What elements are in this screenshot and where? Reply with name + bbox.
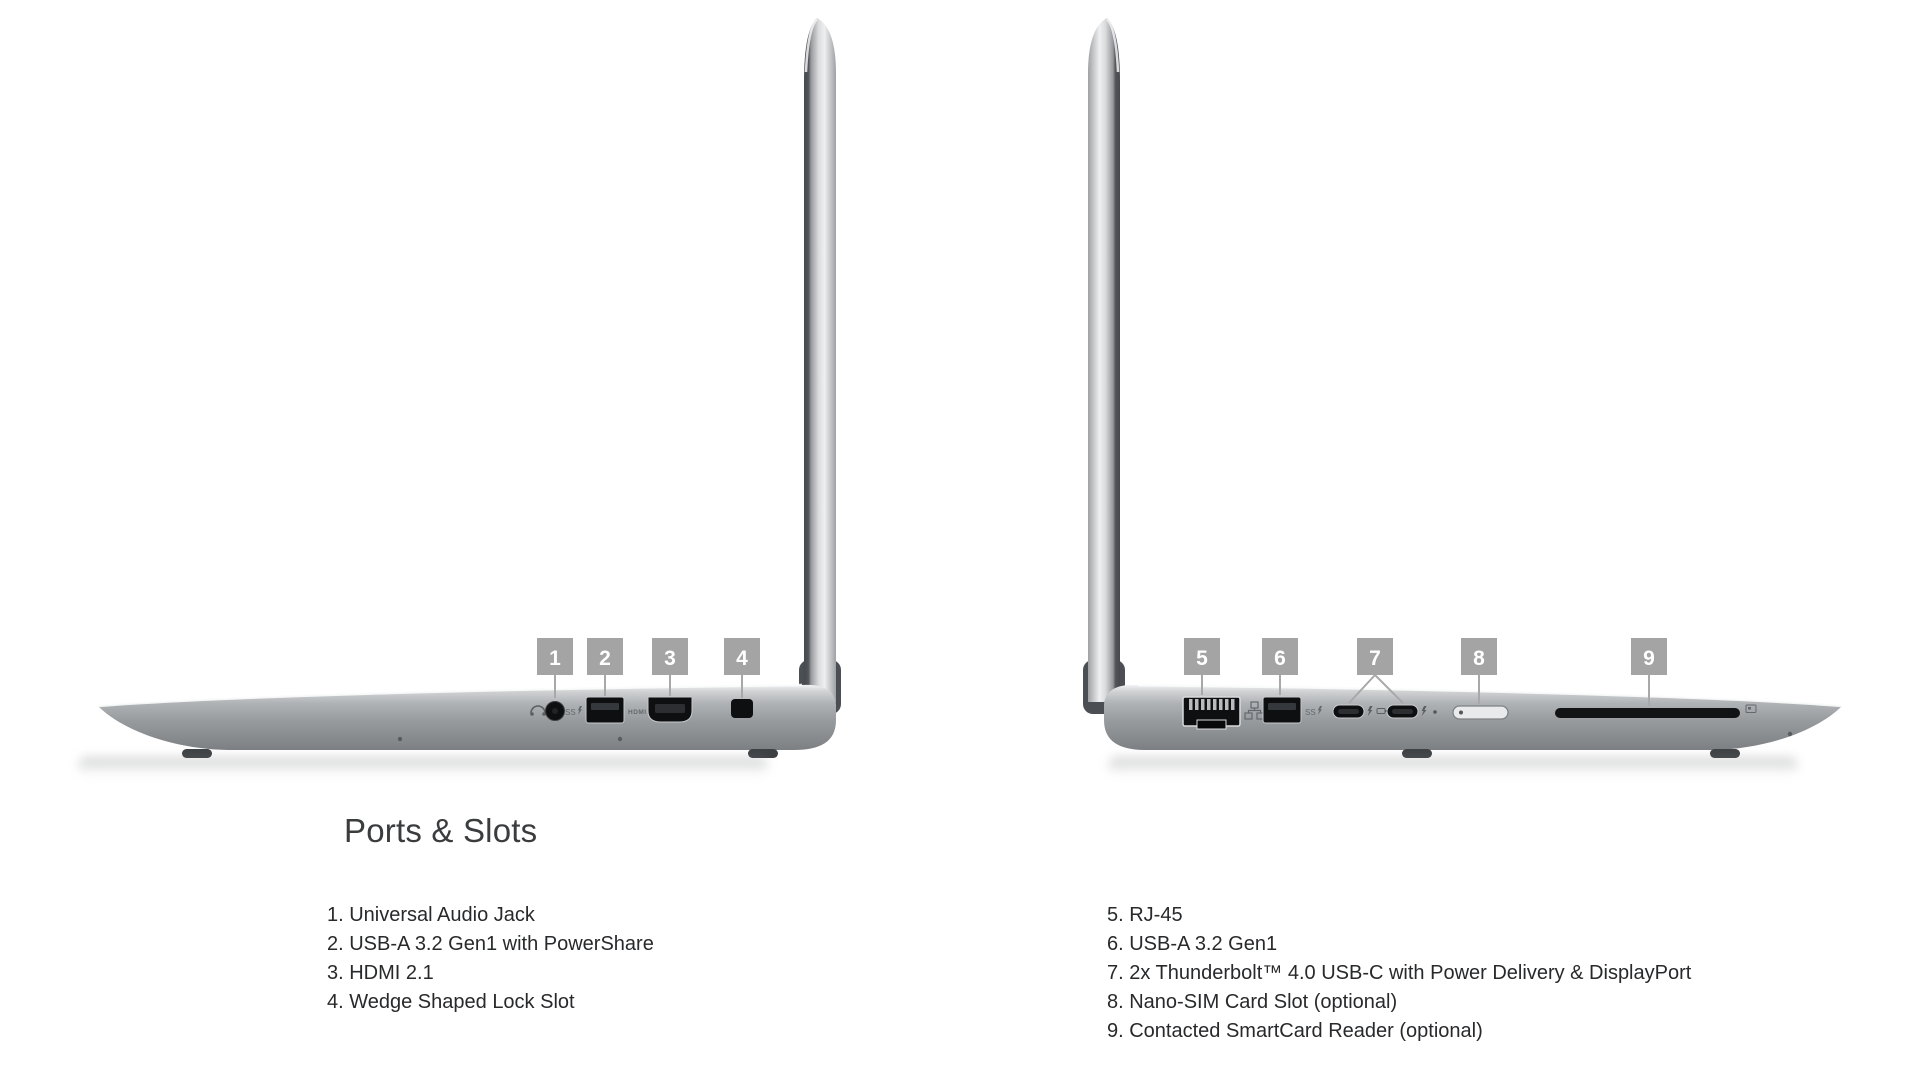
page-title: Ports & Slots xyxy=(344,812,538,849)
callout-badge-9: 9 xyxy=(1631,638,1667,675)
usb-c-port-2 xyxy=(1386,704,1419,719)
legend-item-1: 1. Universal Audio Jack xyxy=(327,904,535,926)
svg-text:5: 5 xyxy=(1196,647,1208,670)
legend-item-6: 6. USB-A 3.2 Gen1 xyxy=(1107,933,1278,955)
smartcard-reader-slot xyxy=(1555,708,1740,718)
callout-badge-3: 3 xyxy=(652,638,688,675)
callout-badge-6: 6 xyxy=(1262,638,1298,675)
laptop-lid xyxy=(1088,18,1120,702)
legend-item-8: 8. Nano-SIM Card Slot (optional) xyxy=(1107,991,1398,1013)
universal-audio-jack-port xyxy=(545,701,565,721)
svg-text:6: 6 xyxy=(1274,647,1286,670)
lid-highlight xyxy=(804,18,818,73)
svg-text:2: 2 xyxy=(599,647,611,670)
laptop-reflection xyxy=(78,757,768,775)
usb-ss-icon: SS xyxy=(1305,706,1323,717)
laptop-lid xyxy=(804,18,836,702)
base-top-highlight xyxy=(1137,683,1843,708)
svg-text:SS: SS xyxy=(565,708,576,717)
usb-a-port xyxy=(1262,696,1302,724)
callout-badge-2: 2 xyxy=(587,638,623,675)
svg-text:SS: SS xyxy=(1305,708,1316,717)
screw-dot xyxy=(1787,731,1793,737)
legend-item-2: 2. USB-A 3.2 Gen1 with PowerShare xyxy=(327,933,654,955)
legend-item-9: 9. Contacted SmartCard Reader (optional) xyxy=(1107,1020,1483,1042)
battery-icon xyxy=(1376,708,1387,714)
svg-text:3: 3 xyxy=(664,647,676,670)
screw-dot xyxy=(617,736,623,742)
screw-dot xyxy=(397,736,403,742)
rubber-foot xyxy=(182,749,212,758)
thunderbolt-icon xyxy=(1367,706,1373,717)
svg-text:9: 9 xyxy=(1643,647,1655,670)
base-top-highlight xyxy=(97,683,803,708)
laptop-base xyxy=(98,684,836,750)
svg-text:1: 1 xyxy=(549,647,561,670)
svg-text:8: 8 xyxy=(1473,647,1485,670)
rubber-foot xyxy=(748,749,778,758)
laptop-right-side-view: SS xyxy=(1083,18,1843,758)
thunderbolt-icon xyxy=(1421,706,1427,717)
callout-badge-7: 7 xyxy=(1357,638,1393,675)
headset-icon xyxy=(530,705,546,716)
hdmi-label: HDMI xyxy=(628,709,647,716)
svg-text:7: 7 xyxy=(1369,647,1381,670)
laptop-left-side-view: SS HDMI 1 2 3 4 xyxy=(97,18,841,758)
svg-text:4: 4 xyxy=(736,647,748,670)
rubber-foot xyxy=(1402,749,1432,758)
lid-highlight xyxy=(1106,18,1120,73)
wedge-lock-slot xyxy=(731,699,753,718)
leader-line-7 xyxy=(1348,674,1404,704)
legend-item-4: 4. Wedge Shaped Lock Slot xyxy=(327,991,575,1013)
legend-item-3: 3. HDMI 2.1 xyxy=(327,962,434,984)
smartcard-icon xyxy=(1745,704,1757,713)
callout-badge-1: 1 xyxy=(537,638,573,675)
callout-badge-8: 8 xyxy=(1461,638,1497,675)
laptop-reflection xyxy=(1108,757,1798,775)
callout-badge-4: 4 xyxy=(724,638,760,675)
rj45-port xyxy=(1182,696,1241,730)
legend-item-7: 7. 2x Thunderbolt™ 4.0 USB-C with Power … xyxy=(1107,962,1692,984)
legend-item-5: 5. RJ-45 xyxy=(1107,904,1183,926)
ports-legend-left: 1. Universal Audio Jack 2. USB-A 3.2 Gen… xyxy=(327,901,654,1017)
usb-ss-icon: SS xyxy=(565,706,583,717)
nano-sim-slot xyxy=(1452,705,1509,720)
callout-badge-5: 5 xyxy=(1184,638,1220,675)
rubber-foot xyxy=(1710,749,1740,758)
hdmi-port xyxy=(647,696,693,723)
led-dot xyxy=(1433,710,1437,714)
ports-legend-right: 5. RJ-45 6. USB-A 3.2 Gen1 7. 2x Thunder… xyxy=(1107,901,1691,1046)
usb-a-port xyxy=(585,696,625,724)
usb-c-port-1 xyxy=(1332,704,1365,719)
